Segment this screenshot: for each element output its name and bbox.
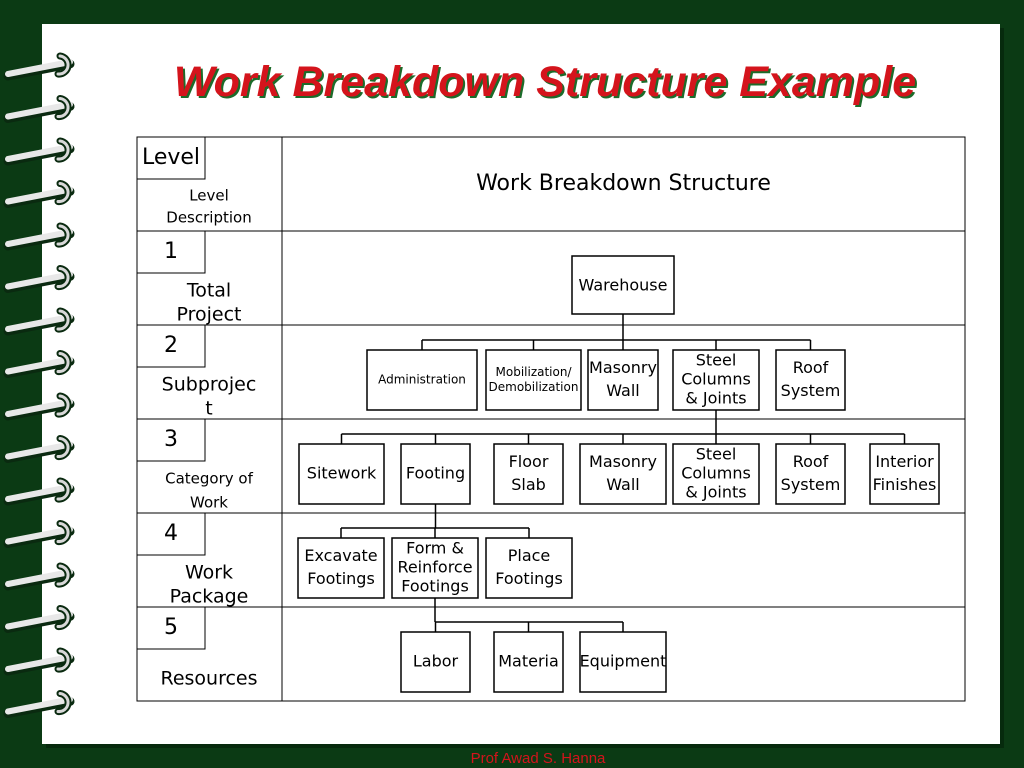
binder-ring xyxy=(3,307,75,336)
level-description: Category of Work xyxy=(165,470,253,512)
slide-title: Work Breakdown Structure Example xyxy=(173,58,917,106)
binder-ring xyxy=(3,392,75,421)
level-header-label: Level xyxy=(142,145,200,170)
level-number: 1 xyxy=(164,239,178,264)
level-description-line: Resources xyxy=(160,668,257,690)
binder-ring xyxy=(3,562,75,591)
binder-ring xyxy=(3,180,75,208)
binder-ring xyxy=(3,605,75,633)
level-number-line: 5 xyxy=(164,615,178,640)
binder-ring xyxy=(3,95,75,123)
wbs-node-label: Administration xyxy=(378,373,466,387)
level-description-line: Category of xyxy=(165,470,253,488)
level-number-box xyxy=(136,606,206,650)
wbs-node-sitework: Sitework xyxy=(298,443,385,505)
level-description-line: Work xyxy=(185,562,233,584)
level-number: 5 xyxy=(164,615,178,640)
wbs-node-label: Sitework xyxy=(307,464,377,483)
level-number-box xyxy=(136,324,206,368)
level-description-line: Project xyxy=(176,304,241,326)
level-number: 2 xyxy=(164,333,178,358)
level-number-line: 4 xyxy=(164,521,178,546)
level-description-line: Subprojec xyxy=(162,374,257,396)
wbs-node-label: Warehouse xyxy=(579,276,668,295)
wbs-node-label: Labor xyxy=(413,652,459,671)
binder-ring xyxy=(3,520,75,548)
level-number-line: 2 xyxy=(164,333,178,358)
binder-ring xyxy=(3,350,75,378)
level-header-label-line: Level xyxy=(142,145,200,170)
level-description-header-line: Level xyxy=(189,187,229,205)
wbs-connector-footing xyxy=(340,504,530,538)
level-number-box xyxy=(136,230,206,274)
wbs-node-administration: Administration xyxy=(366,349,478,411)
wbs-node-material: Materia xyxy=(493,631,564,693)
level-description-line: Work xyxy=(190,494,228,512)
wbs-node-label: Footing xyxy=(406,464,465,483)
level-description-line: Total xyxy=(186,280,231,302)
level-number-line: 1 xyxy=(164,239,178,264)
wbs-node-footing: Footing xyxy=(400,443,471,505)
binder-ring xyxy=(3,265,75,293)
wbs-connector-steel-columns-2 xyxy=(340,410,906,444)
wbs-node-labor: Labor xyxy=(400,631,471,693)
level-description: Resources xyxy=(160,668,257,690)
level-number: 4 xyxy=(164,521,178,546)
level-number-line: 3 xyxy=(164,427,178,452)
slide-footer: Prof Awad S. Hanna xyxy=(470,750,606,767)
level-description-line: Package xyxy=(170,586,249,608)
wbs-title-line: Work Breakdown Structure xyxy=(476,171,771,196)
notebook-rings xyxy=(3,52,75,718)
binder-ring xyxy=(3,690,75,718)
level-label-box xyxy=(136,136,206,180)
binder-ring xyxy=(3,647,75,676)
wbs-title: Work Breakdown Structure xyxy=(476,171,771,196)
binder-ring xyxy=(3,137,75,166)
level-number: 3 xyxy=(164,427,178,452)
level-number-box xyxy=(136,418,206,462)
wbs-node-label: Equipment xyxy=(580,652,667,671)
binder-ring xyxy=(3,52,75,81)
wbs-node-label: Mobilization/Demobilization xyxy=(489,365,579,394)
wbs-node-warehouse: Warehouse xyxy=(571,255,675,315)
wbs-node-equipment: Equipment xyxy=(579,631,667,693)
level-description-line: t xyxy=(205,398,212,420)
wbs-node-label: Materia xyxy=(498,652,559,671)
binder-ring xyxy=(3,477,75,506)
wbs-connector-form-reinforce xyxy=(434,598,624,632)
binder-ring xyxy=(3,435,75,463)
level-description-header-line: Description xyxy=(166,209,251,227)
wbs-node-mobilization: Mobilization/Demobilization xyxy=(485,349,582,411)
level-number-box xyxy=(136,512,206,556)
wbs-connector-warehouse xyxy=(421,314,812,350)
binder-ring xyxy=(3,222,75,251)
